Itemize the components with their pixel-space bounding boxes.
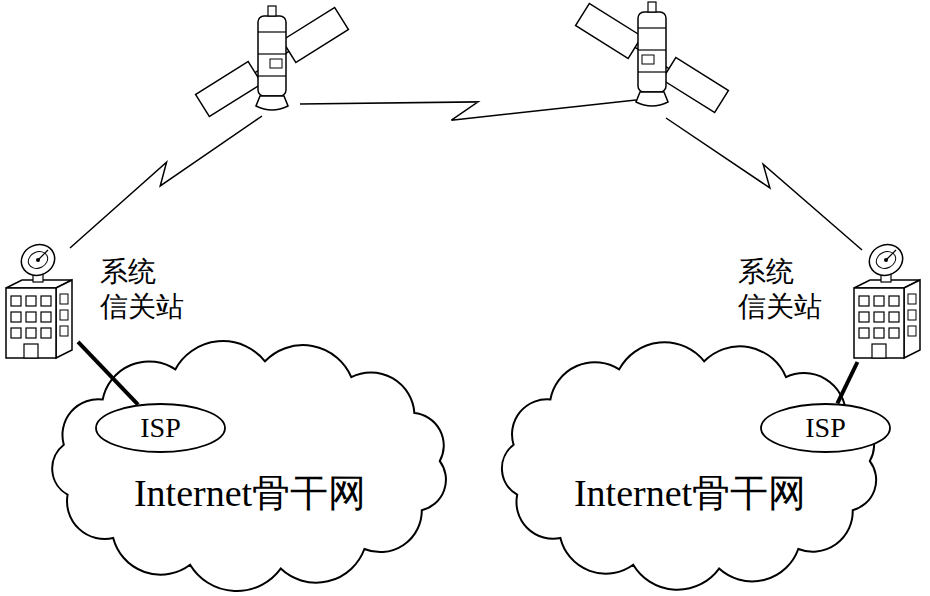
cloud-outline: [480, 328, 900, 593]
gateway-station: 系统 信关站: [848, 240, 926, 362]
satellite-left: [196, 6, 349, 116]
network-label: Internet骨干网: [30, 468, 470, 519]
wired-link: [837, 362, 857, 403]
network-label: Internet骨干网: [480, 468, 900, 519]
isp-outline: [761, 404, 890, 452]
station-label: 系统 信关站: [100, 254, 190, 324]
building-symbol: [854, 239, 920, 358]
station-label: 系统 信关站: [738, 254, 828, 324]
radio-links: [70, 100, 862, 250]
isp-outline: [96, 404, 225, 452]
radio-link: [300, 100, 636, 120]
cloud-outline: [30, 328, 470, 593]
isp-label: ISP: [760, 412, 891, 444]
isp-ellipse: ISP: [95, 403, 226, 453]
radio-link: [70, 116, 262, 248]
cloud-outline: [52, 341, 446, 591]
backbone-cloud: ISP Internet骨干网: [30, 328, 470, 593]
station-outline: [848, 240, 926, 362]
gateway-station: 系统 信关站: [0, 240, 78, 362]
station-outline: [0, 240, 78, 362]
backbone-cloud: ISP Internet骨干网: [480, 328, 900, 593]
isp-label: ISP: [95, 412, 226, 444]
satellite-right: [576, 2, 729, 112]
building-symbol: [6, 239, 72, 358]
cloud-outline: [502, 342, 876, 589]
wired-link: [78, 342, 138, 405]
isp-ellipse: ISP: [760, 403, 891, 453]
radio-link: [666, 118, 862, 250]
